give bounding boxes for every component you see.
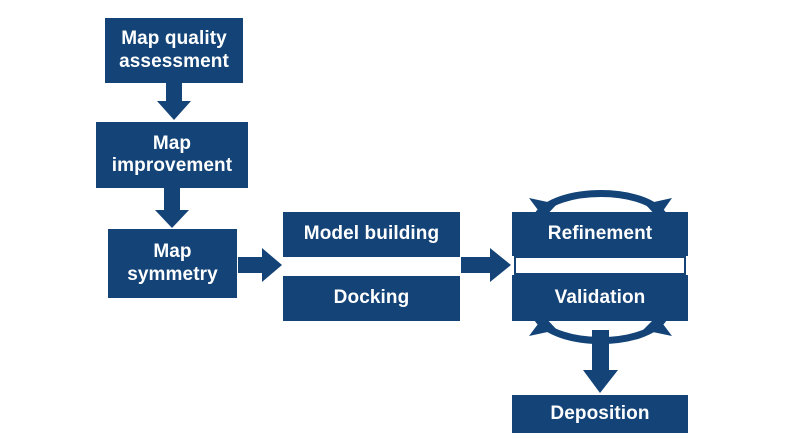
arrow-improvement-to-symmetry	[155, 188, 189, 228]
arrow-cycle-to-deposition	[583, 330, 618, 393]
node-map-symmetry[interactable]: Map symmetry	[108, 229, 237, 298]
node-deposition[interactable]: Deposition	[512, 395, 688, 433]
node-map-improvement-label: Map improvement	[111, 132, 233, 176]
node-refinement-label: Refinement	[547, 222, 653, 244]
node-docking-label: Docking	[333, 287, 410, 309]
node-deposition-label: Deposition	[550, 402, 650, 424]
refinement-validation-connector-band	[514, 256, 686, 275]
node-model-building-label: Model building	[303, 223, 440, 245]
node-docking[interactable]: Docking	[283, 276, 460, 321]
node-map-symmetry-label: Map symmetry	[127, 241, 218, 285]
arrow-symmetry-to-building	[238, 248, 282, 282]
arrow-building-to-refinement	[461, 248, 511, 282]
node-validation-label: Validation	[554, 286, 646, 308]
node-model-building[interactable]: Model building	[283, 212, 460, 257]
node-map-quality-assessment-label: Map quality assessment	[119, 28, 229, 72]
node-map-quality-assessment[interactable]: Map quality assessment	[105, 18, 243, 83]
node-validation[interactable]: Validation	[512, 275, 688, 321]
arrow-quality-to-improvement	[157, 83, 191, 120]
node-map-improvement[interactable]: Map improvement	[96, 122, 248, 188]
node-refinement[interactable]: Refinement	[512, 212, 688, 256]
